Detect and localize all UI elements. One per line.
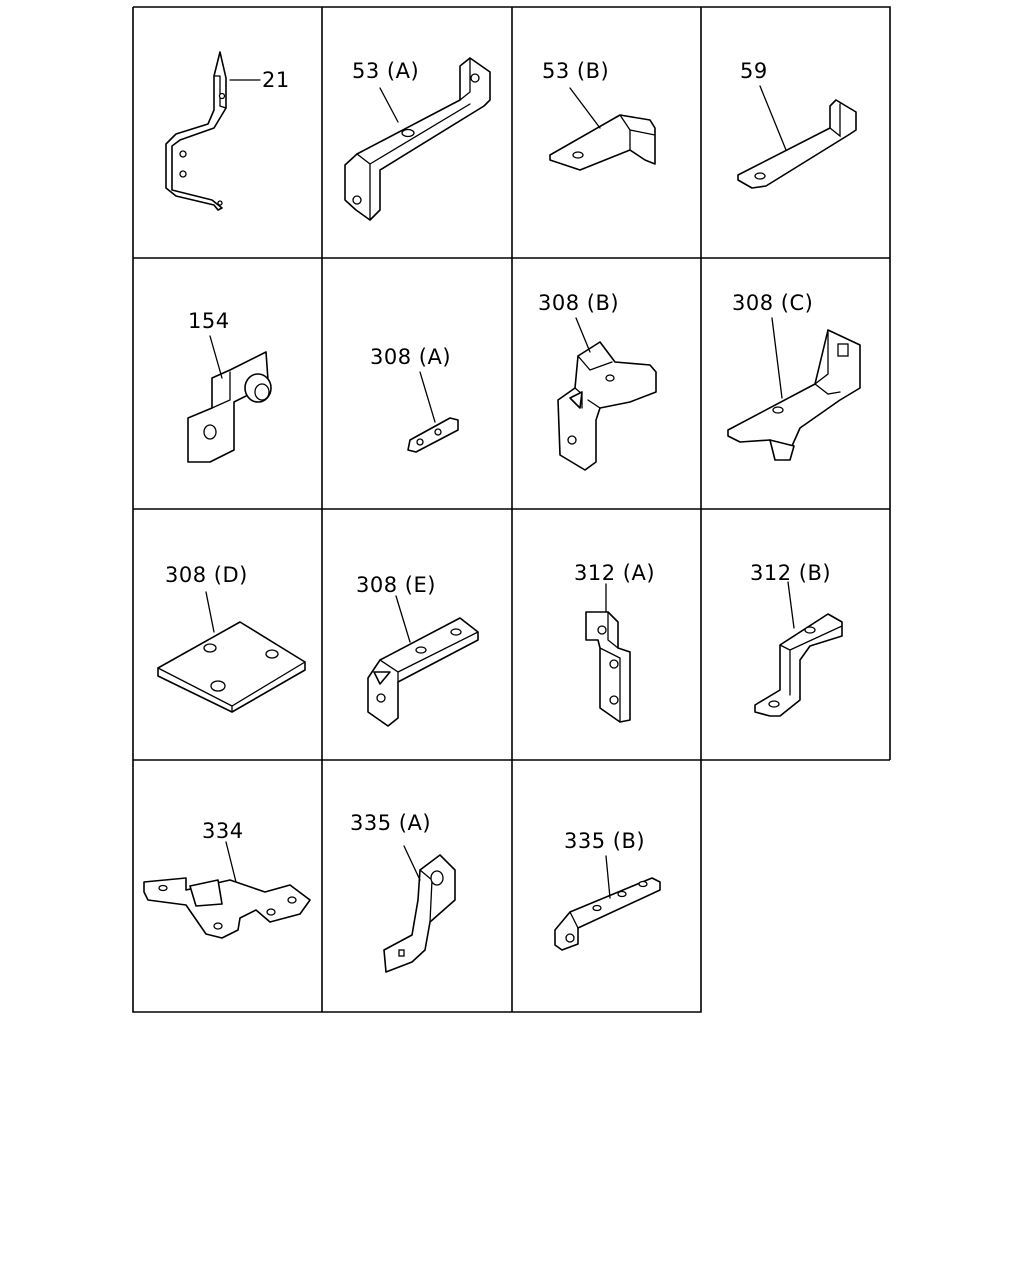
part-312a-bracket: 312 (A) [574,561,655,723]
part-53a-bracket: 53 (A) [344,57,491,221]
part-label-154: 154 [188,309,230,333]
part-53b-bracket: 53 (B) [542,59,656,171]
part-label-335b: 335 (B) [564,829,645,853]
part-label-21: 21 [262,68,290,92]
parts-grid [132,6,891,1013]
part-59-bracket: 59 [737,59,857,189]
part-label-308c: 308 (C) [732,291,813,315]
part-334-bracket: 334 [143,819,311,939]
part-label-53b: 53 (B) [542,59,609,83]
part-label-59: 59 [740,59,768,83]
part-label-335a: 335 (A) [350,811,431,835]
part-label-334: 334 [202,819,244,843]
part-308a-plate: 308 (A) [370,345,459,453]
part-308d-plate: 308 (D) [157,563,306,713]
part-154-bracket: 154 [187,309,272,463]
part-label-53a: 53 (A) [352,59,419,83]
part-308e-bracket: 308 (E) [356,573,479,727]
part-label-308b: 308 (B) [538,291,619,315]
part-label-312a: 312 (A) [574,561,655,585]
part-308c-bracket: 308 (C) [727,291,861,461]
part-335b-bracket: 335 (B) [554,829,661,951]
part-label-308d: 308 (D) [165,563,248,587]
part-21-bracket: 21 [165,51,290,211]
part-312b-bracket: 312 (B) [750,561,843,717]
part-335a-bracket: 335 (A) [350,811,456,973]
part-label-308e: 308 (E) [356,573,436,597]
part-label-308a: 308 (A) [370,345,451,369]
part-label-312b: 312 (B) [750,561,831,585]
part-308b-bracket: 308 (B) [538,291,657,471]
